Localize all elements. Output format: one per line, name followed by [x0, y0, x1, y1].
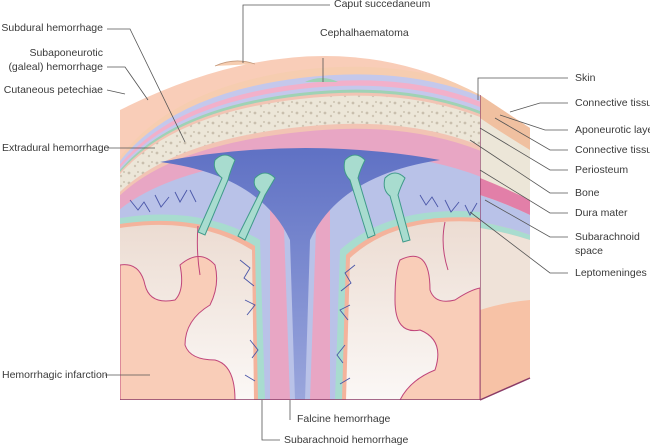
label-bone: Bone [575, 187, 600, 199]
label-cephalhaematoma: Cephalhaematoma [320, 27, 409, 39]
sagittal-sinus [160, 147, 440, 400]
cephalhaematoma-bump [305, 78, 338, 82]
label-subaponeurotic-1: Subaponeurotic [29, 47, 103, 59]
right-hemisphere [335, 211, 480, 400]
label-extradural-hemorrhage: Extradural hemorrhage [2, 142, 110, 154]
label-subaponeurotic-2: (galeal) hemorrhage [8, 61, 103, 73]
label-hemorrhagic-infarction: Hemorrhagic infarction [2, 369, 108, 381]
label-falcine-hemorrhage: Falcine hemorrhage [297, 413, 391, 425]
label-aponeurotic-layer: Aponeurotic layer [575, 124, 650, 136]
label-connective-tissue-2: Connective tissue [575, 144, 650, 156]
label-skin: Skin [575, 72, 596, 84]
label-subarachnoid-2: space [575, 245, 604, 257]
label-subdural-hemorrhage: Subdural hemorrhage [1, 22, 103, 34]
label-connective-tissue-1: Connective tissue [575, 97, 650, 109]
subarachnoid-vessels [129, 189, 478, 385]
caput-bump [214, 60, 256, 67]
label-subarachnoid-hemorrhage: Subarachnoid hemorrhage [284, 434, 409, 446]
label-caput-succedaneum: Caput succedaneum [334, 0, 431, 10]
label-subarachnoid-1: Subarachnoid [575, 231, 640, 243]
arachnoid-granulations [197, 154, 411, 243]
leader-lines [105, 4, 568, 441]
label-leptomeninges: Leptomeninges [575, 267, 647, 279]
label-periosteum: Periosteum [575, 164, 629, 176]
left-hemisphere [120, 214, 265, 400]
label-cutaneous-petechiae: Cutaneous petechiae [3, 84, 103, 96]
label-dura-mater: Dura mater [575, 207, 628, 219]
side-face [479, 95, 531, 401]
